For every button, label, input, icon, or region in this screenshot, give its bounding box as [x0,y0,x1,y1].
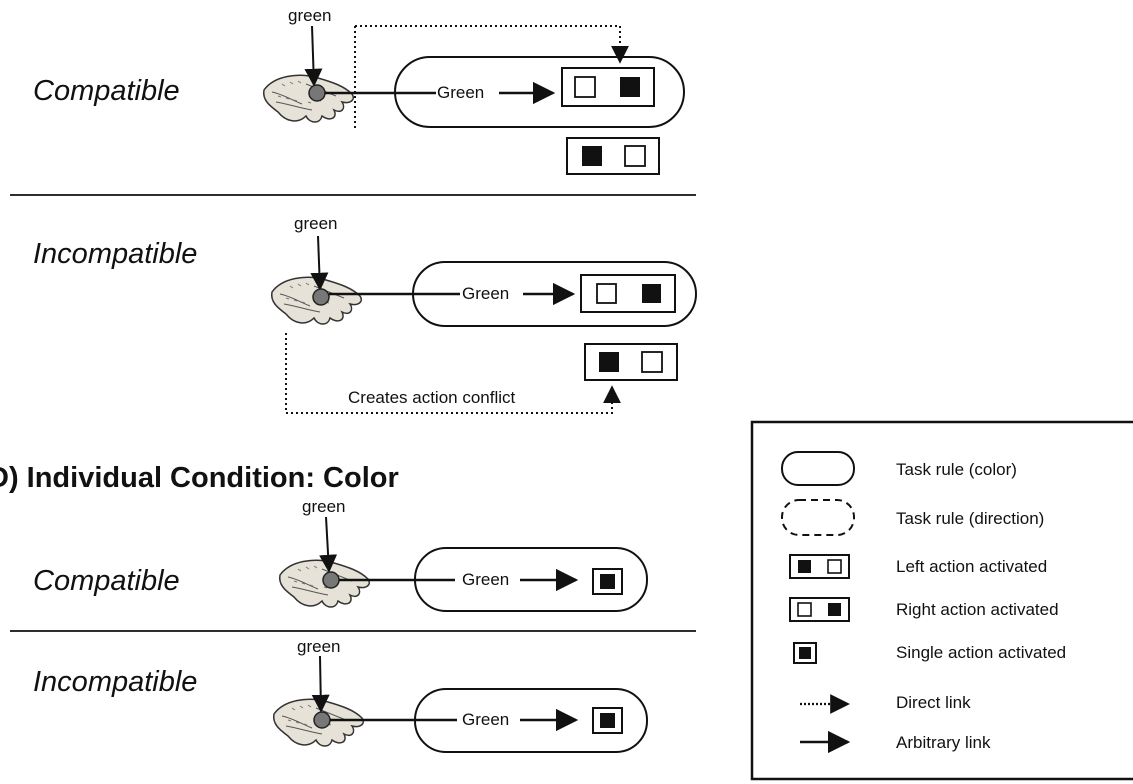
c-incompatible-stimulus-word: green [294,214,338,233]
d-incompatible-rule-word: Green [462,710,510,729]
stimulus-arrow [304,25,323,87]
task-rule-color [414,688,648,753]
d-compatible-label: Compatible [33,565,180,597]
task-rule-color [412,261,697,327]
legend-label-direct-link: Direct link [896,693,971,712]
conflict-label: Creates action conflict [348,388,516,407]
single-action-box [592,568,623,595]
conflict-link-arrow [285,333,621,414]
d-incompatible-row [272,655,648,753]
single-action-box [592,707,623,734]
legend-label-arbitrary-link: Arbitrary link [896,733,991,752]
d-incompatible-label: Incompatible [33,666,198,698]
section-d-heading: D) Individual Condition: Color [0,462,399,494]
c-incompatible-rule-word: Green [462,284,510,303]
stimulus-dot [313,711,331,729]
hand-icon [262,74,355,123]
c-compatible-rule-word: Green [437,83,485,102]
c-incompatible-row [270,235,697,414]
stimulus-dot [308,84,326,102]
legend-single-action-icon [793,642,817,664]
legend-dashed-rule-icon [781,499,855,536]
c-compatible-row [262,25,685,175]
c-compatible-label: Compatible [33,75,180,107]
legend-solid-rule-icon [781,451,855,486]
legend-right-action-icon [789,597,850,622]
legend-left-action-icon [789,554,850,579]
stimulus-arrow [310,235,329,291]
d-compatible-stimulus-word: green [302,497,346,516]
c-compatible-stimulus-word: green [288,6,332,25]
stimulus-dot [322,571,340,589]
direct-link-arrow [355,25,629,64]
c-incompatible-label: Incompatible [33,238,198,270]
legend-label-right-action: Right action activated [896,600,1059,619]
left-action-box [584,343,678,381]
stimulus-arrow [319,516,338,573]
stimulus-dot [312,288,330,306]
d-compatible-rule-word: Green [462,570,510,589]
legend [750,420,1133,781]
legend-label-task-rule-direction: Task rule (direction) [896,509,1045,528]
legend-label-single-action: Single action activated [896,643,1067,662]
task-rule-color [414,547,648,612]
legend-label-left-action: Left action activated [896,557,1048,576]
task-rule-color [394,56,685,128]
right-action-box [561,67,655,107]
legend-label-task-rule-color: Task rule (color) [896,460,1017,479]
left-action-box [566,137,660,175]
d-compatible-row [278,516,648,612]
d-incompatible-stimulus-word: green [297,637,341,656]
right-action-box [580,274,676,313]
stimulus-arrow [311,655,330,713]
